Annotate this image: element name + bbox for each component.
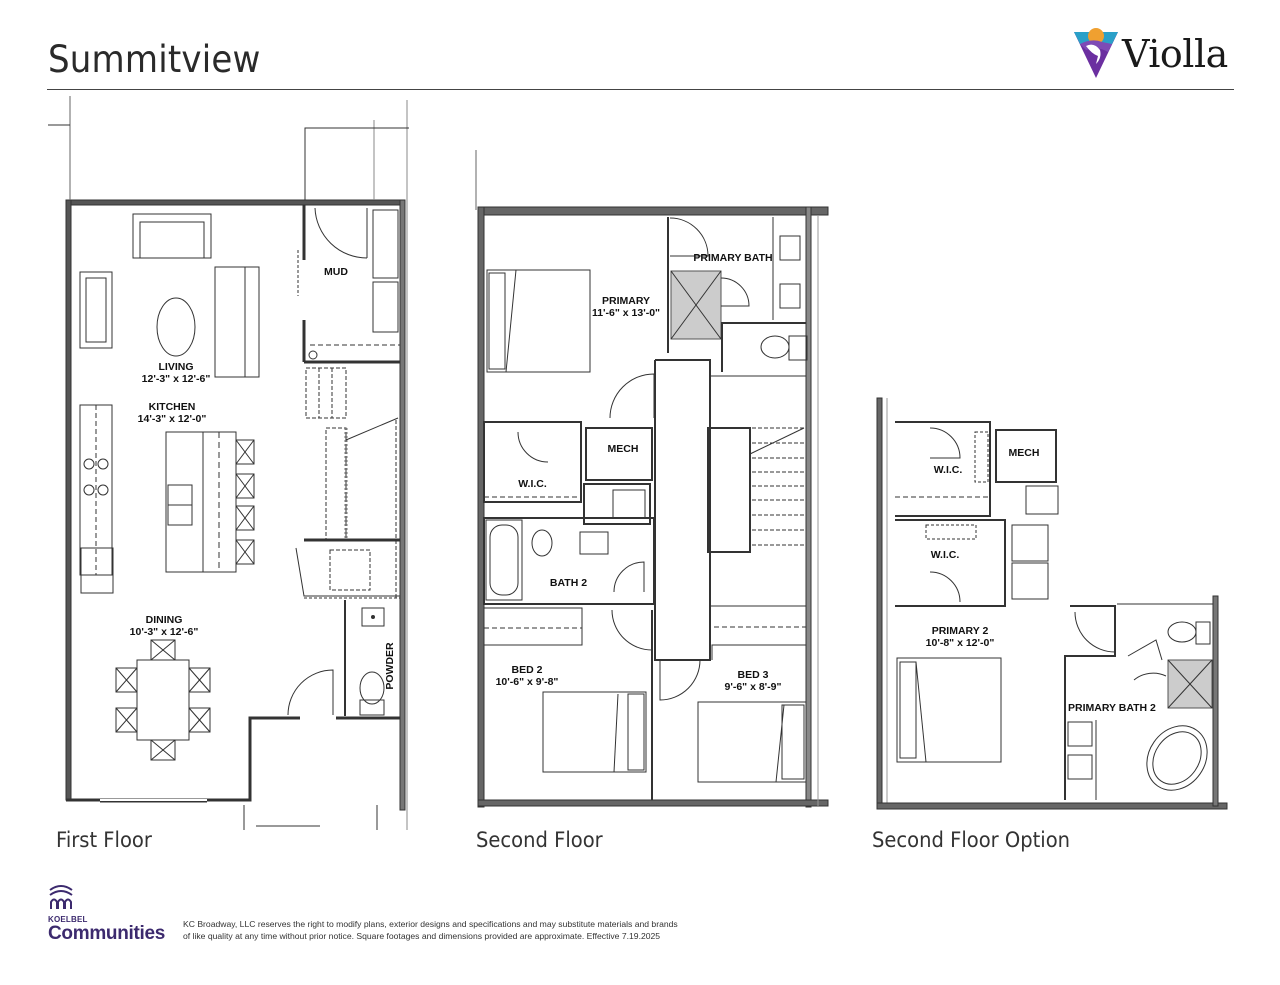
room-name: MECH xyxy=(1008,447,1040,459)
room-dim: 14'-3" x 12'-0" xyxy=(137,413,207,425)
room-mech-option: MECH xyxy=(1004,447,1044,459)
room-name: PRIMARY BATH xyxy=(693,252,773,264)
room-name: PRIMARY BATH 2 xyxy=(1068,702,1156,714)
room-wic-option-1: W.I.C. xyxy=(928,464,968,476)
room-name: W.I.C. xyxy=(930,549,960,561)
builder-name-large: Communities xyxy=(48,923,166,944)
room-dim: 10'-3" x 12'-6" xyxy=(129,626,199,638)
room-dim: 9'-6" x 8'-9" xyxy=(724,681,782,693)
room-wic: W.I.C. xyxy=(510,478,555,490)
room-name: BATH 2 xyxy=(549,577,588,589)
violla-logo: Violla xyxy=(1072,28,1228,80)
floor-label-first: First Floor xyxy=(56,828,152,852)
koelbel-arches-icon xyxy=(49,885,73,909)
koelbel-communities-logo: KOELBEL Communities xyxy=(48,882,165,944)
room-name: KITCHEN xyxy=(148,401,196,413)
room-dim: 10'-6" x 9'-8" xyxy=(495,676,559,688)
room-mech: MECH xyxy=(598,443,648,455)
room-name: LIVING xyxy=(158,361,194,373)
room-name: W.I.C. xyxy=(518,478,547,490)
brand-name: Violla xyxy=(1122,32,1228,76)
header-divider xyxy=(47,89,1234,90)
room-name: BED 3 xyxy=(737,669,769,681)
room-dim: 10'-8" x 12'-0" xyxy=(925,637,995,649)
first-floor-plan xyxy=(48,96,409,830)
room-dim: 11'-6" x 13'-0" xyxy=(591,307,661,319)
violla-hummingbird-icon xyxy=(1074,28,1118,78)
plan-title: Summitview xyxy=(48,38,261,81)
builder-name-small: KOELBEL xyxy=(48,915,88,924)
disclaimer-line-1: KC Broadway, LLC reserves the right to m… xyxy=(183,919,678,929)
room-name: BED 2 xyxy=(511,664,543,676)
floor-label-second: Second Floor xyxy=(476,828,603,852)
floor-label-second-option: Second Floor Option xyxy=(872,828,1071,852)
disclaimer-line-2: of like quality at any time without prio… xyxy=(183,931,661,941)
room-name: MUD xyxy=(324,266,348,278)
room-mud: MUD xyxy=(316,266,356,278)
room-primary-bath: PRIMARY BATH xyxy=(683,252,783,264)
room-powder: POWDER xyxy=(384,641,396,691)
room-name: W.I.C. xyxy=(933,464,963,476)
room-wic-option-2: W.I.C. xyxy=(925,549,965,561)
second-floor-option-plan xyxy=(876,397,1228,810)
room-name: MECH xyxy=(607,443,639,455)
second-floor-plan xyxy=(475,150,829,808)
room-primary-bath-2: PRIMARY BATH 2 xyxy=(1068,702,1168,714)
room-bath-2: BATH 2 xyxy=(541,577,596,589)
room-name: POWDER xyxy=(384,642,396,690)
room-dim: 12'-3" x 12'-6" xyxy=(141,373,211,385)
disclaimer: KC Broadway, LLC reserves the right to m… xyxy=(183,918,743,942)
room-name: PRIMARY 2 xyxy=(931,625,989,637)
room-name: DINING xyxy=(145,614,183,626)
room-name: PRIMARY xyxy=(601,295,651,307)
